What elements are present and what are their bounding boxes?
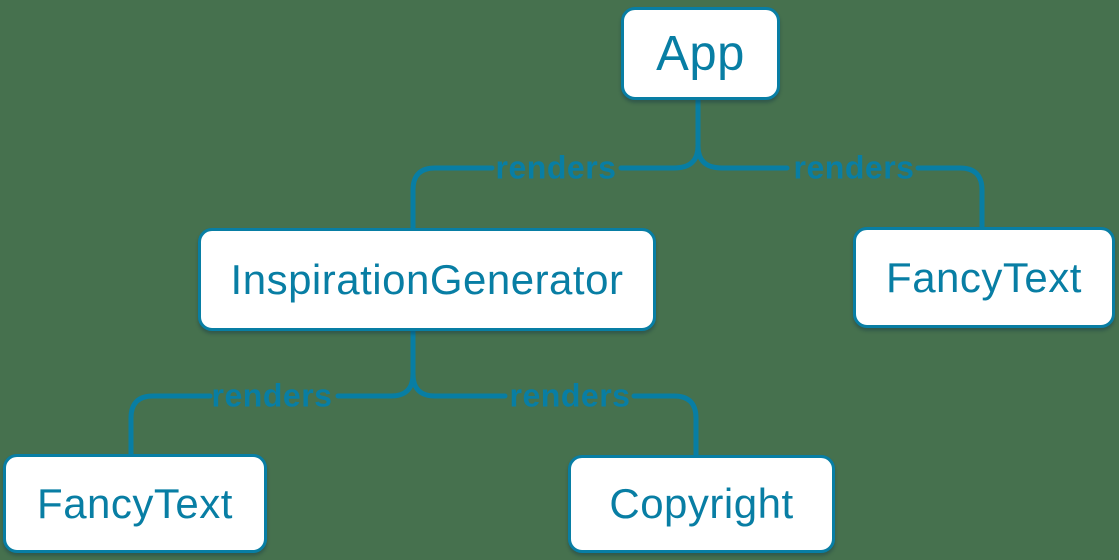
node-fancy-text-bottom: FancyText xyxy=(3,454,267,553)
connector-app-to-fancytext-a xyxy=(695,143,790,171)
node-app: App xyxy=(621,7,780,100)
node-copyright-label: Copyright xyxy=(609,480,794,527)
connector-app-to-fancytext-b xyxy=(915,165,985,232)
edge-label-app-inspirationgenerator: renders xyxy=(495,149,617,186)
connector-inspirationgenerator-to-fancytext-a xyxy=(335,371,416,399)
node-inspiration-generator: InspirationGenerator xyxy=(198,228,656,331)
node-inspiration-generator-label: InspirationGenerator xyxy=(230,255,624,303)
connector-app-to-inspirationgenerator-a xyxy=(618,143,701,171)
edge-label-app-fancytext: renders xyxy=(793,149,915,186)
connector-inspirationgenerator-to-copyright-b xyxy=(631,393,699,460)
connector-app-to-inspirationgenerator-b xyxy=(410,165,495,233)
node-fancy-text-top: FancyText xyxy=(853,227,1115,328)
edge-label-inspirationgenerator-fancytext: renders xyxy=(211,377,333,414)
node-copyright: Copyright xyxy=(568,455,835,553)
node-fancy-text-top-label: FancyText xyxy=(886,253,1082,301)
connector-inspirationgenerator-to-copyright-a xyxy=(410,371,508,399)
node-fancy-text-bottom-label: FancyText xyxy=(37,479,233,527)
edge-label-inspirationgenerator-copyright: renders xyxy=(509,377,631,414)
node-app-label: App xyxy=(656,26,745,81)
connector-inspirationgenerator-to-fancytext-b xyxy=(128,393,213,459)
